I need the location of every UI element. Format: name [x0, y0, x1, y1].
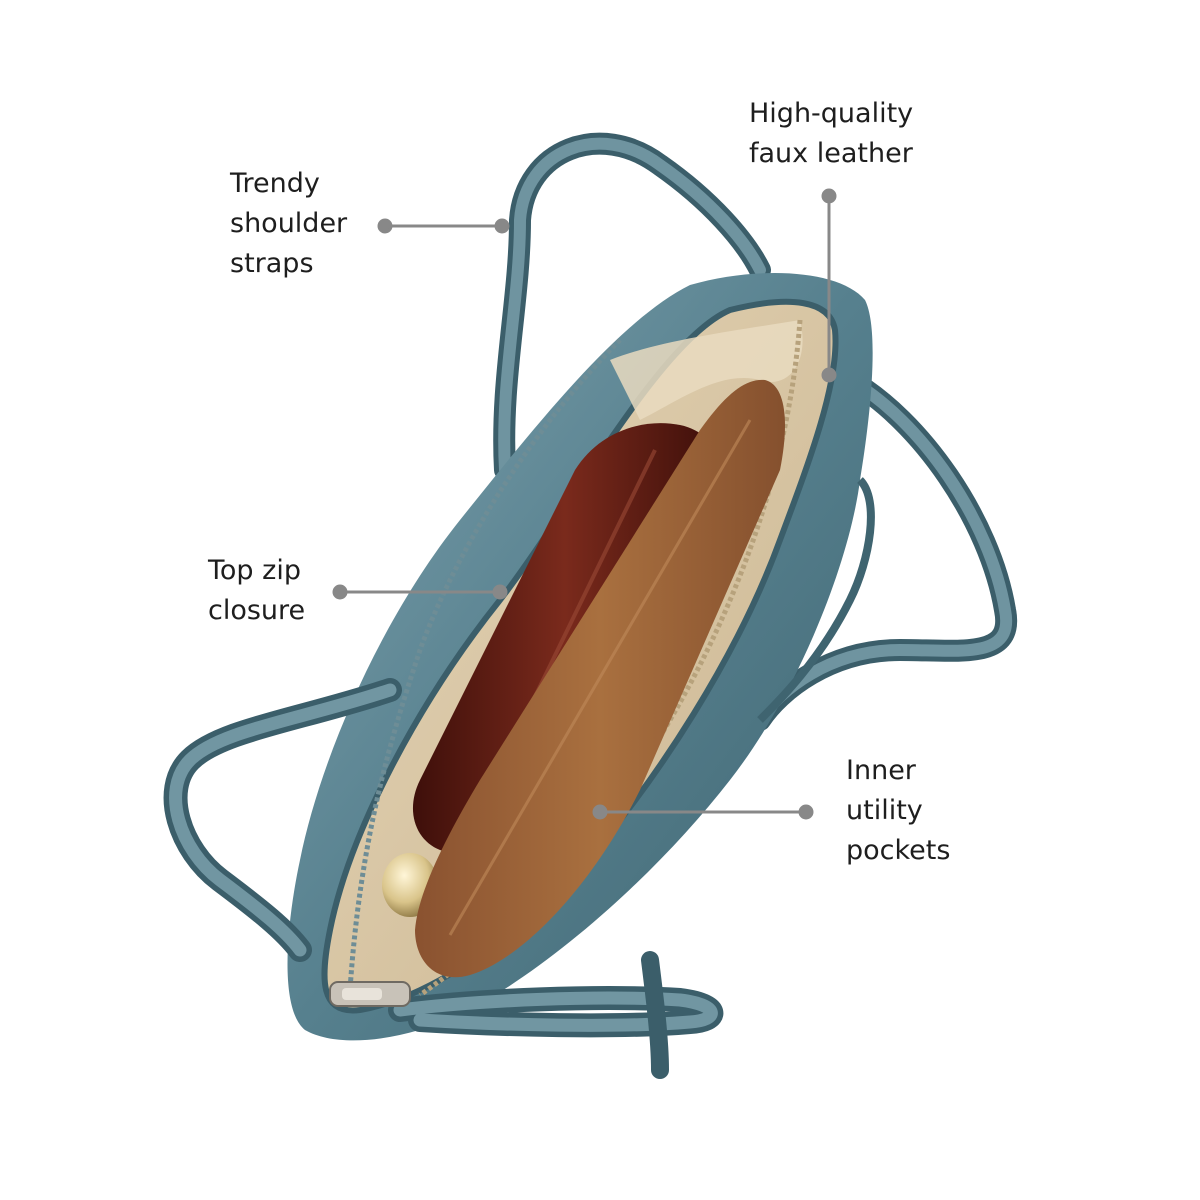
wallet — [415, 379, 785, 978]
shoulder-strap-back — [493, 132, 1018, 731]
label-line: High-quality — [749, 98, 914, 129]
label-top-zip: Top zip closure — [208, 551, 305, 631]
label-shoulder-straps: Trendy shoulder straps — [230, 164, 347, 284]
label-faux-leather: High-quality faux leather — [749, 94, 913, 174]
label-line: Inner — [846, 755, 916, 786]
label-line: shoulder — [230, 208, 348, 239]
label-line: faux leather — [749, 138, 913, 169]
label-line: utility — [846, 795, 923, 826]
zipper-pull — [329, 981, 411, 1007]
label-line: straps — [230, 248, 314, 279]
label-line: pockets — [846, 835, 951, 866]
label-line: Top zip — [208, 555, 301, 586]
label-inner-pockets: Inner utility pockets — [846, 751, 950, 871]
shoulder-strap-front — [163, 678, 724, 1079]
label-line: Trendy — [230, 168, 320, 199]
callout-lines — [332, 188, 837, 820]
label-line: closure — [208, 595, 306, 626]
